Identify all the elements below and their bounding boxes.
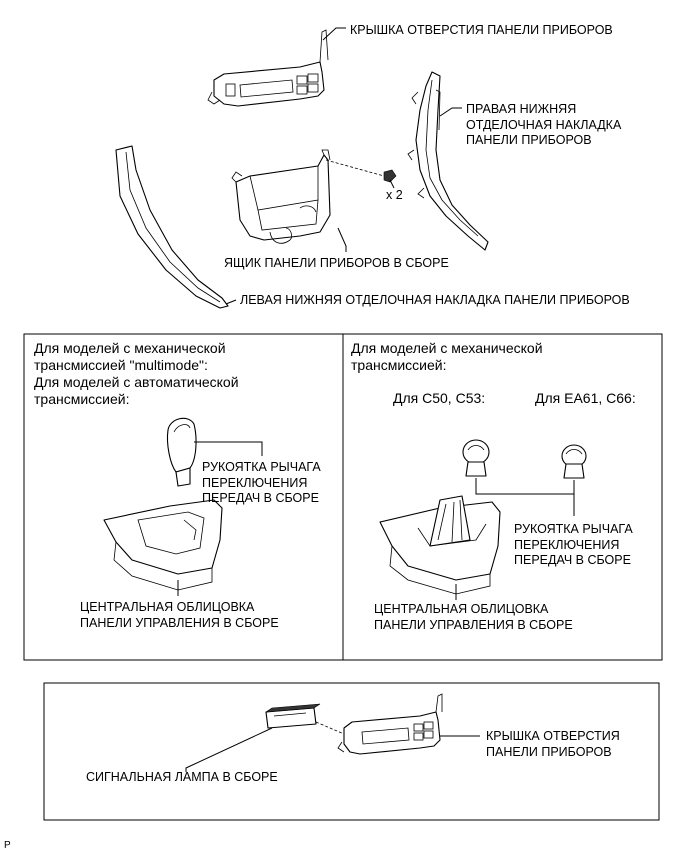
label-right-console: ЦЕНТРАЛЬНАЯ ОБЛИЦОВКА ПАНЕЛИ УПРАВЛЕНИЯ … (374, 602, 573, 632)
label-left-knob: РУКОЯТКА РЫЧАГА ПЕРЕКЛЮЧЕНИЯ ПЕРЕДАЧ В С… (202, 460, 321, 505)
left-box-title: Для моделей с механической трансмиссией … (34, 340, 239, 407)
label-left-trim: ЛЕВАЯ НИЖНЯЯ ОТДЕЛОЧНАЯ НАКЛАДКА ПАНЕЛИ … (240, 293, 630, 307)
leader-glove-box (337, 227, 347, 252)
leader-left-trim (225, 299, 237, 305)
label-hole-cover-top: КРЫШКА ОТВЕРСТИЯ ПАНЕЛИ ПРИБОРОВ (350, 23, 613, 37)
label-left-console: ЦЕНТРАЛЬНАЯ ОБЛИЦОВКА ПАНЕЛИ УПРАВЛЕНИЯ … (80, 600, 279, 630)
label-right-knob: РУКОЯТКА РЫЧАГА ПЕРЕКЛЮЧЕНИЯ ПЕРЕДАЧ В С… (514, 522, 633, 567)
bottom-box-frame (43, 682, 660, 821)
leader-hole-cover-top (322, 27, 346, 41)
indicator-lamp-part (265, 703, 321, 729)
leader-right-trim (439, 107, 462, 117)
glove-box-part (231, 149, 331, 244)
right-knob-a-part (462, 439, 490, 477)
left-knob-part (166, 417, 197, 487)
right-box-frame (342, 333, 663, 661)
hole-cover-bottom-part (337, 693, 443, 755)
leader-right-knobs (475, 478, 575, 516)
label-indicator-lamp: СИГНАЛЬНАЯ ЛАМПА В СБОРЕ (86, 770, 278, 784)
model-label-a: Для C50, C53: (393, 390, 486, 406)
label-glove-box: ЯЩИК ПАНЕЛИ ПРИБОРОВ В СБОРЕ (224, 256, 449, 270)
lamp-dash-line (315, 721, 345, 735)
left-lower-trim-part (115, 145, 229, 309)
right-box-title: Для моделей с механической трансмиссией: (351, 340, 543, 373)
right-knob-b-part (561, 444, 587, 479)
hole-cover-top-part (207, 29, 329, 107)
model-label-b: Для EA61, C66: (535, 390, 636, 406)
leader-lamp (185, 727, 273, 772)
leader-left-knob (194, 441, 263, 456)
screw-dash-line (325, 159, 385, 177)
label-hole-cover-bottom: КРЫШКА ОТВЕРСТИЯ ПАНЕЛИ ПРИБОРОВ (486, 729, 620, 759)
label-right-trim: ПРАВАЯ НИЖНЯЯ ОТДЕЛОЧНАЯ НАКЛАДКА ПАНЕЛИ… (466, 102, 622, 147)
label-screw-qty: x 2 (386, 188, 403, 202)
left-console-part (103, 499, 223, 591)
right-console-part (379, 495, 501, 595)
screw-part (383, 169, 397, 189)
footer-code: P (4, 840, 11, 851)
right-lower-trim-part (407, 71, 489, 251)
